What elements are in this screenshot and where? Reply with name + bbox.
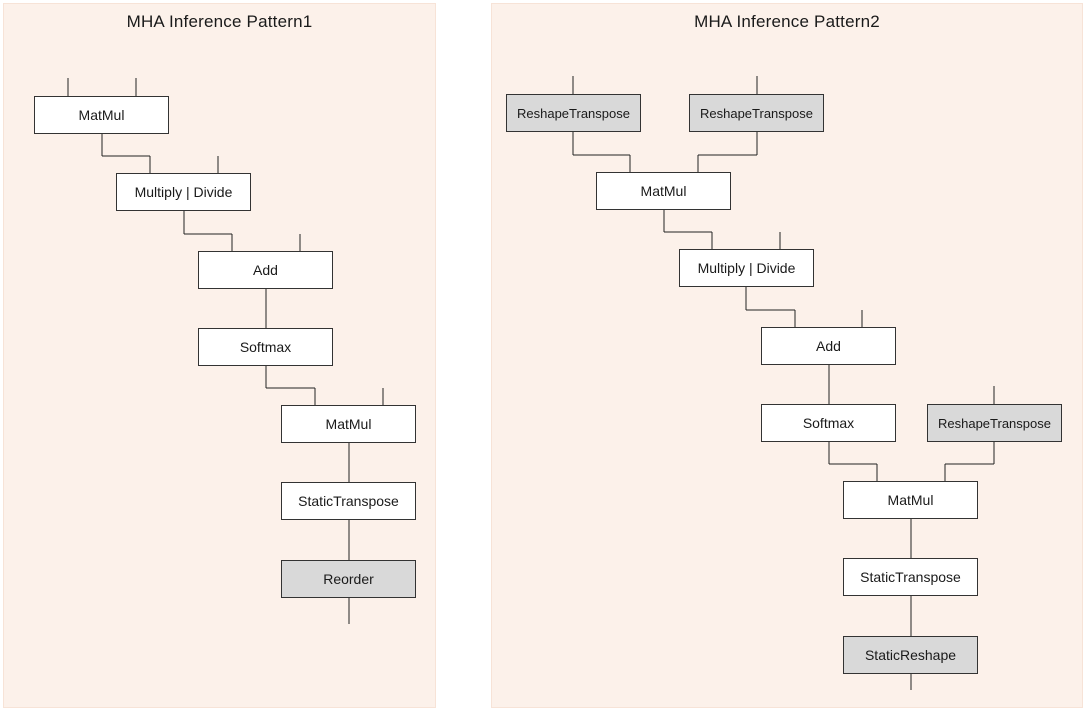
p2-multiply-divide-node: Multiply | Divide: [679, 249, 814, 287]
p1-reorder-node: Reorder: [281, 560, 416, 598]
pattern2-wires: [572, 76, 995, 690]
pattern1-wires: [67, 78, 384, 624]
p2-matmul2-node: MatMul: [843, 481, 978, 519]
p2-reshape-transpose-left-node: ReshapeTranspose: [506, 94, 641, 132]
p1-multiply-divide-node: Multiply | Divide: [116, 173, 251, 211]
pattern1-title: MHA Inference Pattern1: [126, 12, 313, 31]
p1-matmul-node: MatMul: [34, 96, 169, 134]
p1-static-transpose-node: StaticTranspose: [281, 482, 416, 520]
pattern2-title: MHA Inference Pattern2: [694, 12, 880, 31]
p1-softmax-node: Softmax: [198, 328, 333, 366]
p1-matmul2-node: MatMul: [281, 405, 416, 443]
p2-softmax-node: Softmax: [761, 404, 896, 442]
p2-matmul-node: MatMul: [596, 172, 731, 210]
p2-static-reshape-node: StaticReshape: [843, 636, 978, 674]
p1-add-node: Add: [198, 251, 333, 289]
p2-reshape-transpose-value-node: ReshapeTranspose: [927, 404, 1062, 442]
p2-add-node: Add: [761, 327, 896, 365]
p2-reshape-transpose-right-node: ReshapeTranspose: [689, 94, 824, 132]
p2-static-transpose-node: StaticTranspose: [843, 558, 978, 596]
